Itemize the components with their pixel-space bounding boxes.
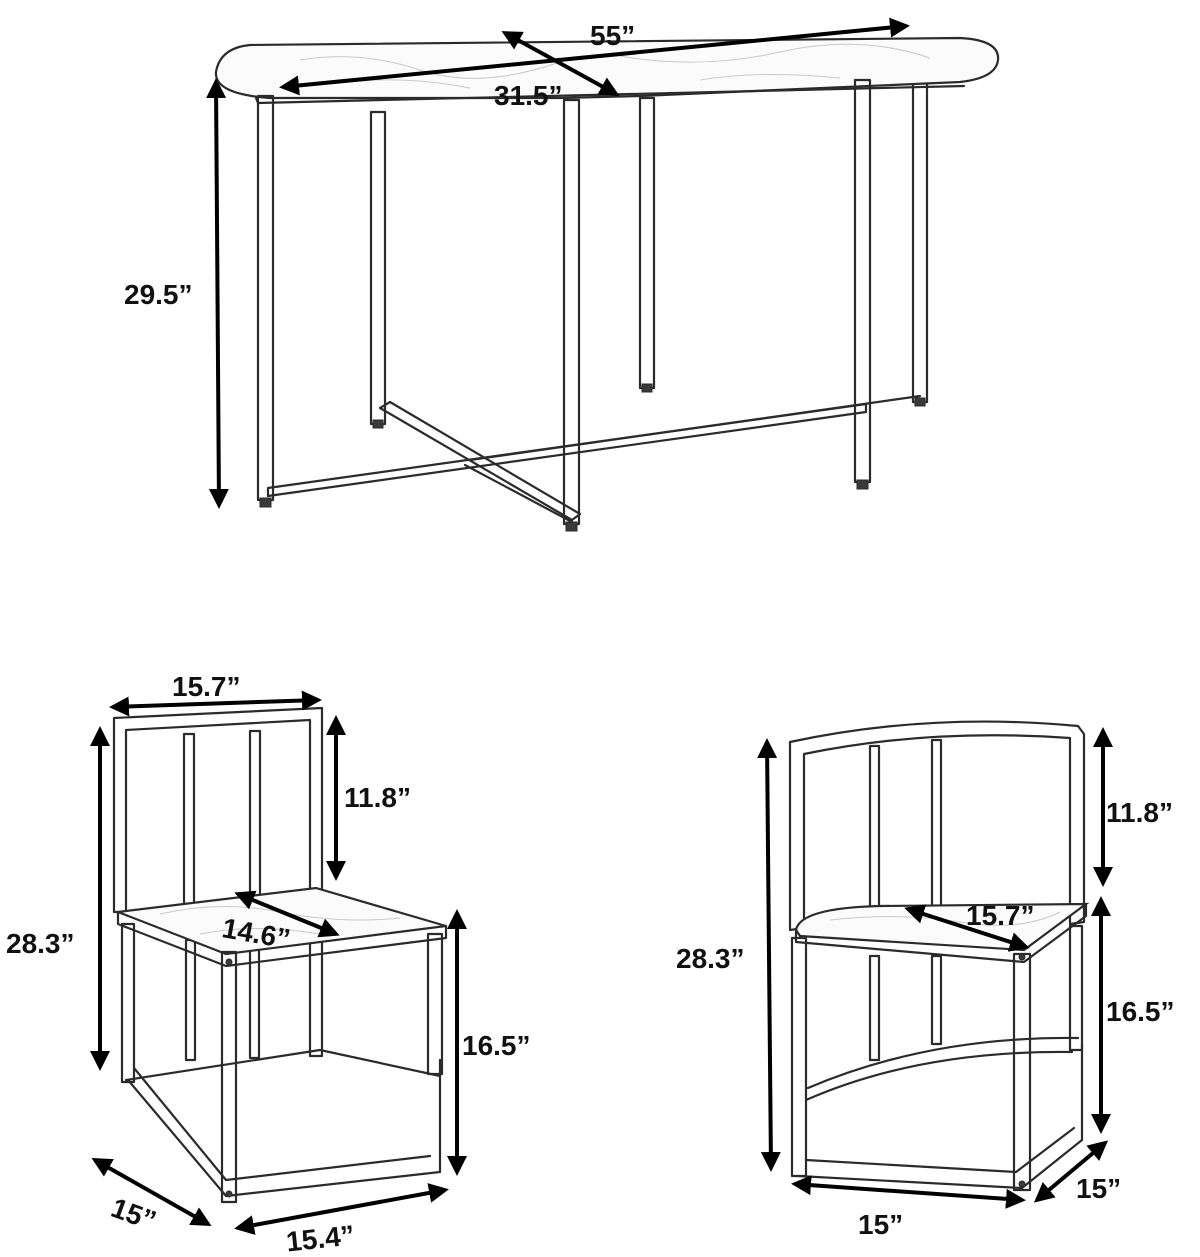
chair-left-base-width-label: 15.4” — [285, 1219, 356, 1257]
chair-left-seat-height-label: 16.5” — [462, 1030, 531, 1061]
table-length-label: 55” — [590, 20, 635, 51]
table-height-label: 29.5” — [124, 279, 193, 310]
table-front-legs — [256, 78, 872, 532]
table-dimension-lines — [206, 17, 910, 509]
chair-right-seat-height-label: 16.5” — [1106, 996, 1175, 1027]
chair-right-base-width-label: 15” — [858, 1209, 903, 1240]
chair-right — [788, 720, 1090, 1192]
chair-right-seat — [794, 902, 1090, 964]
chair-left-back-height-label: 11.8” — [344, 782, 411, 813]
chair-left-back-width-label: 15.7” — [172, 671, 241, 702]
chair-right-dimension-lines — [757, 727, 1113, 1209]
chair-right-total-height-label: 28.3” — [676, 943, 745, 974]
table-back-legs — [369, 74, 929, 429]
chair-left-backrest — [112, 706, 324, 914]
chair-right-seat-diagonal-label: 15.7” — [966, 900, 1035, 931]
chair-left-dimension-lines — [90, 690, 467, 1235]
chair-right-back-height-label: 11.8” — [1106, 797, 1173, 828]
chair-right-base-depth-label: 15” — [1076, 1173, 1121, 1204]
chair-left-base-depth-label: 15” — [107, 1192, 160, 1237]
chair-right-base-back — [806, 924, 1084, 1090]
chair-left-total-height-label: 28.3” — [6, 928, 75, 959]
table-width-label: 31.5” — [494, 80, 563, 111]
chair-right-base-front — [790, 936, 1084, 1192]
table-cross-base — [266, 394, 922, 524]
chair-left-base-front — [120, 922, 444, 1204]
dining-table — [214, 36, 1000, 532]
chair-right-backrest — [788, 720, 1086, 932]
